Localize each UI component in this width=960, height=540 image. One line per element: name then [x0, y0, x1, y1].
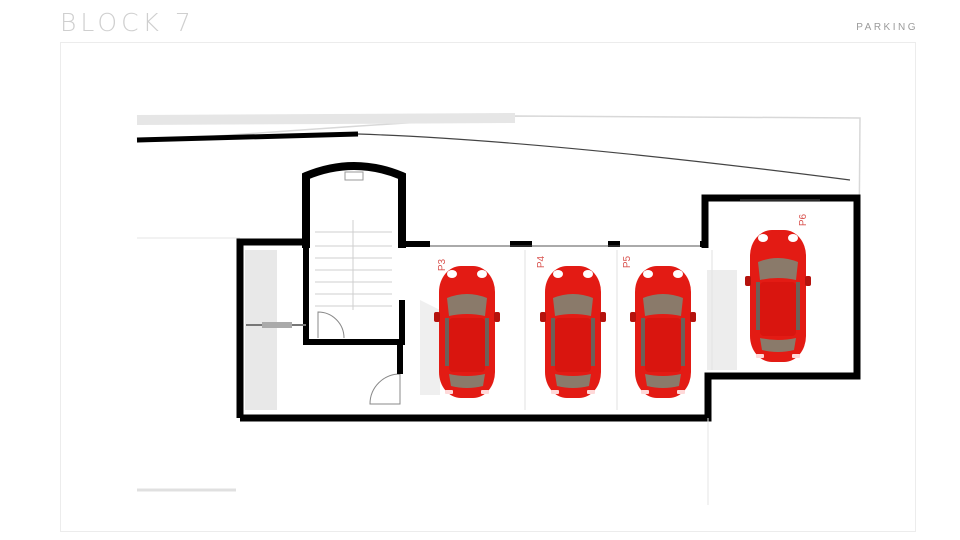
plan-frame — [60, 42, 916, 532]
section-label: PARKING — [856, 22, 918, 33]
parking-space-p5: P5 — [622, 255, 696, 398]
car-icon — [630, 266, 696, 398]
parking-space-p3: P3 — [434, 258, 500, 398]
space-label: P5 — [622, 255, 633, 268]
space-label: P6 — [798, 213, 809, 226]
car-icon — [745, 230, 811, 362]
car-icon — [434, 266, 500, 398]
parking-space-p4: P4 — [536, 255, 606, 398]
parking-space-p6: P6 — [745, 213, 811, 362]
page-title: BLOCK 7 — [60, 8, 195, 37]
car-icon — [540, 266, 606, 398]
space-label: P4 — [536, 255, 547, 268]
space-label: P3 — [437, 258, 448, 271]
